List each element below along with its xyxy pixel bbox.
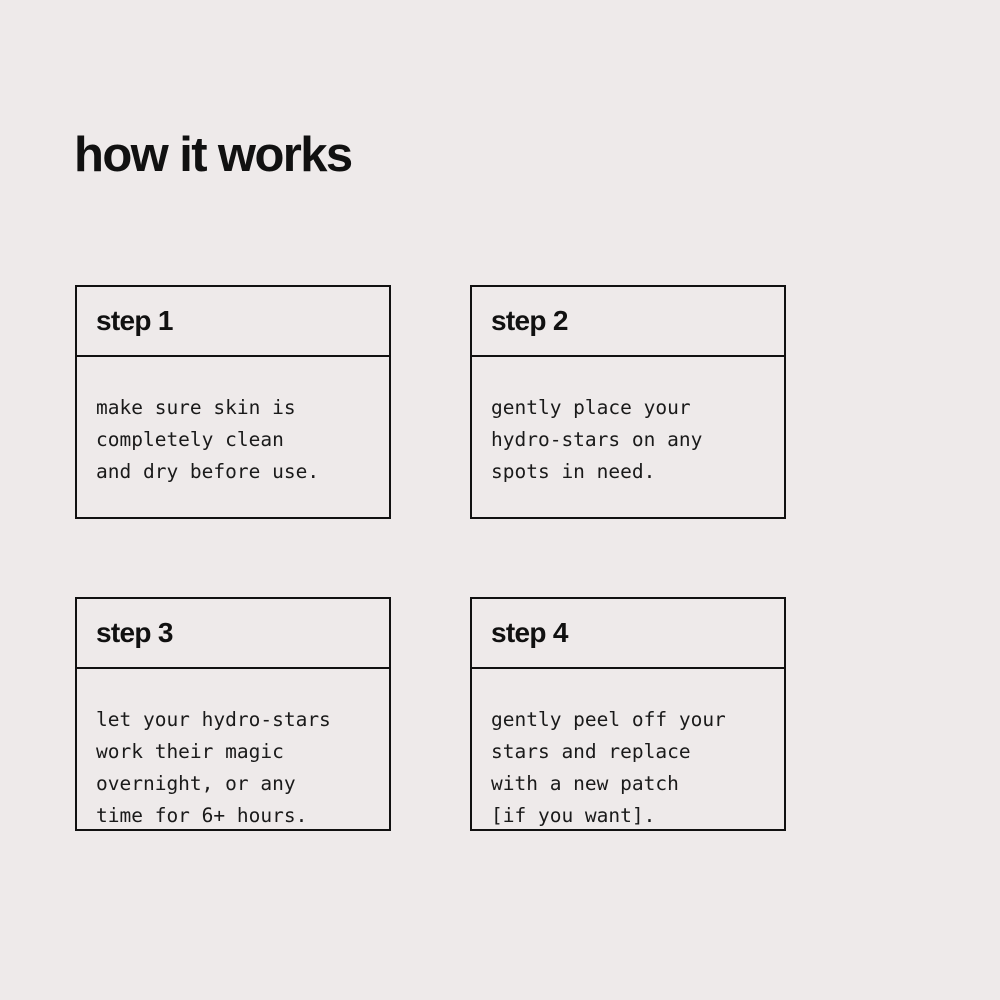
step-card-1: step 1 make sure skin is completely clea… bbox=[75, 285, 391, 519]
step-card-3-body-text: let your hydro-stars work their magic ov… bbox=[96, 707, 331, 827]
step-card-3-body: let your hydro-stars work their magic ov… bbox=[77, 669, 389, 829]
step-card-2: step 2 gently place your hydro-stars on … bbox=[470, 285, 786, 519]
step-card-2-header: step 2 bbox=[472, 287, 784, 357]
step-card-4-body: gently peel off your stars and replace w… bbox=[472, 669, 784, 829]
page-title: how it works bbox=[74, 127, 353, 182]
steps-grid: step 1 make sure skin is completely clea… bbox=[75, 285, 786, 831]
step-card-3-header-label: step 3 bbox=[96, 617, 173, 648]
step-card-1-body: make sure skin is completely clean and d… bbox=[77, 357, 389, 517]
step-card-4-header-label: step 4 bbox=[491, 617, 568, 648]
step-card-4-body-text: gently peel off your stars and replace w… bbox=[491, 707, 726, 827]
step-card-3-header: step 3 bbox=[77, 599, 389, 669]
step-card-1-body-text: make sure skin is completely clean and d… bbox=[96, 395, 320, 483]
step-card-2-body-text: gently place your hydro-stars on any spo… bbox=[491, 395, 703, 483]
step-card-2-header-label: step 2 bbox=[491, 305, 568, 336]
step-card-3: step 3 let your hydro-stars work their m… bbox=[75, 597, 391, 831]
step-card-1-header-label: step 1 bbox=[96, 305, 173, 336]
step-card-2-body: gently place your hydro-stars on any spo… bbox=[472, 357, 784, 517]
step-card-1-header: step 1 bbox=[77, 287, 389, 357]
step-card-4: step 4 gently peel off your stars and re… bbox=[470, 597, 786, 831]
step-card-4-header: step 4 bbox=[472, 599, 784, 669]
